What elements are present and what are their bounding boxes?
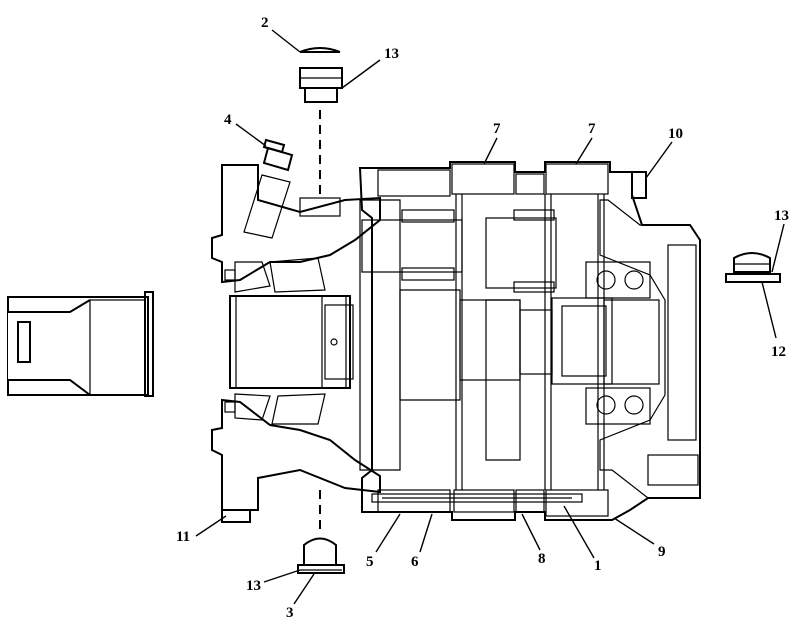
callout-12: 12 [771, 344, 786, 360]
callout-8: 8 [538, 551, 546, 567]
input-shaft [7, 291, 154, 397]
planet-gears [361, 194, 660, 490]
top-plug [299, 47, 343, 217]
callout-labels: 2 13 4 7 7 10 13 12 11 5 6 8 1 9 13 3 [176, 15, 789, 621]
leader-lines [195, 29, 785, 605]
bottom-plug [297, 490, 345, 574]
center-spindle [229, 295, 354, 389]
callout-7-left: 7 [493, 121, 501, 137]
callout-9: 9 [658, 544, 666, 560]
left-housing [211, 164, 381, 523]
callout-3: 3 [286, 605, 294, 621]
callout-13-right: 13 [774, 208, 789, 224]
callout-4: 4 [224, 112, 232, 128]
callout-11: 11 [176, 529, 190, 545]
inclined-plug [262, 138, 294, 172]
callout-2: 2 [261, 15, 269, 31]
callout-6: 6 [411, 554, 419, 570]
through-bolt [371, 493, 583, 503]
callout-13-bottom: 13 [246, 578, 261, 594]
callout-13-top: 13 [384, 46, 399, 62]
callout-10: 10 [668, 126, 683, 142]
gear-housing [358, 161, 701, 521]
callout-7-right: 7 [588, 121, 596, 137]
loose-plug-right [725, 252, 781, 283]
callout-5: 5 [366, 554, 374, 570]
callout-1: 1 [594, 558, 602, 574]
